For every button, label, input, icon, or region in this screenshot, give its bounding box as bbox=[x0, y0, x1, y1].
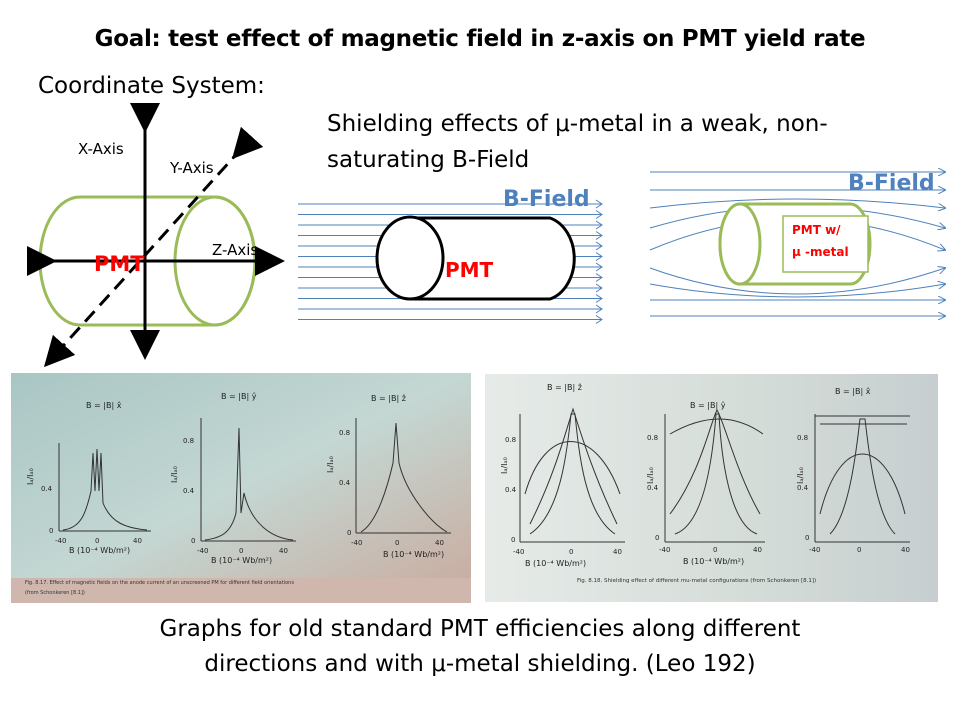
field-line bbox=[298, 199, 603, 209]
caption-line2: directions and with μ-metal shielding. (… bbox=[204, 651, 756, 677]
unshielded-field-diagram: B-Field PMT bbox=[298, 187, 603, 324]
plot2-ytick1: 0.8 bbox=[183, 437, 194, 445]
plotA-ytick2: 0.4 bbox=[505, 486, 517, 494]
fig817-caption-line1: Fig. 8.17. Effect of magnetic fields on … bbox=[25, 580, 294, 586]
plot3-xtick2: 0 bbox=[395, 539, 399, 547]
plotB-ytick2: 0.4 bbox=[647, 484, 659, 492]
plot3-ytick2: 0.4 bbox=[339, 479, 351, 487]
unshielded-cylinder bbox=[375, 215, 576, 301]
plotB-ylabel: Iₐ/Iₐ₀ bbox=[646, 467, 655, 484]
shielding-text-line1: Shielding effects of μ-metal in a weak, … bbox=[327, 111, 828, 137]
field-line bbox=[298, 315, 603, 324]
plot-unscreened-z bbox=[355, 418, 451, 534]
plotC-xtick2: 0 bbox=[857, 546, 861, 554]
shielding-description: Shielding effects of μ-metal in a weak, … bbox=[327, 106, 927, 178]
plot3-label: B = |B| ẑ bbox=[371, 394, 406, 403]
plotB-xtick3: 40 bbox=[753, 546, 762, 554]
plot-unscreened-x bbox=[58, 443, 151, 532]
plot1-ytick1: 0.4 bbox=[41, 485, 53, 493]
plot-shielded-y bbox=[664, 408, 765, 543]
plot2-ytick3: 0 bbox=[191, 537, 195, 545]
plot-shielded-z bbox=[519, 407, 625, 543]
plotB-ytick1: 0.8 bbox=[647, 434, 658, 442]
textbook-photo-shielded: B = |B| ẑ Iₐ/Iₐ₀ 0.8 0.4 0 -40 0 40 B (1… bbox=[485, 374, 938, 602]
b-field-label-shielded: B-Field bbox=[848, 171, 935, 196]
plotA-ytick3: 0 bbox=[511, 536, 515, 544]
plotC-ylabel: Iₐ/Iₐ₀ bbox=[796, 467, 805, 484]
mu-metal-box bbox=[782, 215, 869, 273]
plot-unscreened-y bbox=[200, 418, 296, 542]
plotA-ylabel: Iₐ/Iₐ₀ bbox=[500, 457, 509, 474]
shielding-text-line2: saturating B-Field bbox=[327, 147, 530, 173]
plot2-label: B = |B| ŷ bbox=[221, 392, 257, 401]
textbook-photo-unscreened: B = |B| x̂ Iₐ/Iₐ₀ 0.4 0 -40 0 40 B (10⁻⁴… bbox=[11, 373, 471, 603]
plot1-xtick1: -40 bbox=[55, 537, 66, 545]
plot1-ytick2: 0 bbox=[49, 527, 53, 535]
plot3-xtick1: -40 bbox=[351, 539, 362, 547]
field-line bbox=[298, 210, 603, 219]
plot3-xtick3: 40 bbox=[435, 539, 444, 547]
pmt-mu-metal-line1: PMT w/ bbox=[792, 223, 841, 237]
fig818-caption: Fig. 8.18. Shielding effect of different… bbox=[577, 578, 816, 584]
plot1-xtick2: 0 bbox=[95, 537, 99, 545]
plotA-xtick3: 40 bbox=[613, 548, 622, 556]
plot2-ytick2: 0.4 bbox=[183, 487, 195, 495]
plot2-xtick2: 0 bbox=[239, 547, 243, 555]
plotC-xtick1: -40 bbox=[809, 546, 820, 554]
plotC-ytick3: 0 bbox=[805, 534, 809, 542]
slide-title: Goal: test effect of magnetic field in z… bbox=[94, 26, 866, 52]
plotB-label: B = |B| ŷ bbox=[690, 401, 726, 410]
plot2-ylabel: Iₐ/Iₐ₀ bbox=[170, 466, 179, 483]
plot1-xtick3: 40 bbox=[133, 537, 142, 545]
plotB-ytick3: 0 bbox=[655, 534, 659, 542]
plotC-xtick3: 40 bbox=[901, 546, 910, 554]
pmt-label-coordinate: PMT bbox=[94, 252, 145, 276]
plot1-ylabel: Iₐ/Iₐ₀ bbox=[26, 468, 35, 485]
y-axis-label: Y-Axis bbox=[169, 159, 214, 177]
fig817-caption-line2: (from Schonkeren [8.1]) bbox=[25, 590, 85, 596]
plot1-xlabel: B (10⁻⁴ Wb/m²) bbox=[69, 546, 130, 555]
plot3-ytick1: 0.8 bbox=[339, 429, 350, 437]
plotA-xtick2: 0 bbox=[569, 548, 573, 556]
slide-caption: Graphs for old standard PMT efficiencies… bbox=[40, 612, 920, 682]
plot2-xtick1: -40 bbox=[197, 547, 208, 555]
plotA-xlabel: B (10⁻⁴ Wb/m²) bbox=[525, 559, 586, 568]
plot2-xtick3: 40 bbox=[279, 547, 288, 555]
shielded-field-diagram: PMT w/ μ -metal B-Field bbox=[649, 160, 955, 330]
plotC-label: B = |B| x̂ bbox=[835, 386, 871, 396]
plot3-ytick3: 0 bbox=[347, 529, 351, 537]
plotB-xtick1: -40 bbox=[659, 546, 670, 554]
plotB-xtick2: 0 bbox=[713, 546, 717, 554]
caption-line1: Graphs for old standard PMT efficiencies… bbox=[159, 616, 801, 642]
plot3-ylabel: Iₐ/Iₐ₀ bbox=[326, 456, 335, 473]
plotA-xtick1: -40 bbox=[513, 548, 524, 556]
pmt-label-unshielded: PMT bbox=[445, 258, 494, 282]
plotB-xlabel: B (10⁻⁴ Wb/m²) bbox=[683, 557, 744, 566]
y-axis-arrow bbox=[43, 126, 264, 368]
coordinate-system-heading: Coordinate System: bbox=[38, 73, 265, 99]
plotC-ytick1: 0.8 bbox=[797, 434, 808, 442]
plot3-xlabel: B (10⁻⁴ Wb/m²) bbox=[383, 550, 444, 559]
plotA-ytick1: 0.8 bbox=[505, 436, 516, 444]
coordinate-system-diagram: X-Axis Y-Axis Z-Axis PMT bbox=[27, 103, 285, 368]
b-field-label-unshielded: B-Field bbox=[503, 187, 590, 212]
plotC-ytick2: 0.4 bbox=[797, 484, 809, 492]
plot-shielded-x bbox=[814, 414, 910, 543]
field-line bbox=[298, 304, 603, 314]
plotA-label: B = |B| ẑ bbox=[547, 383, 582, 392]
z-axis-label: Z-Axis bbox=[212, 241, 258, 259]
x-axis-label: X-Axis bbox=[78, 140, 124, 158]
plot2-xlabel: B (10⁻⁴ Wb/m²) bbox=[211, 556, 272, 565]
plot1-label: B = |B| x̂ bbox=[86, 400, 122, 410]
pmt-mu-metal-line2: μ -metal bbox=[792, 245, 849, 259]
